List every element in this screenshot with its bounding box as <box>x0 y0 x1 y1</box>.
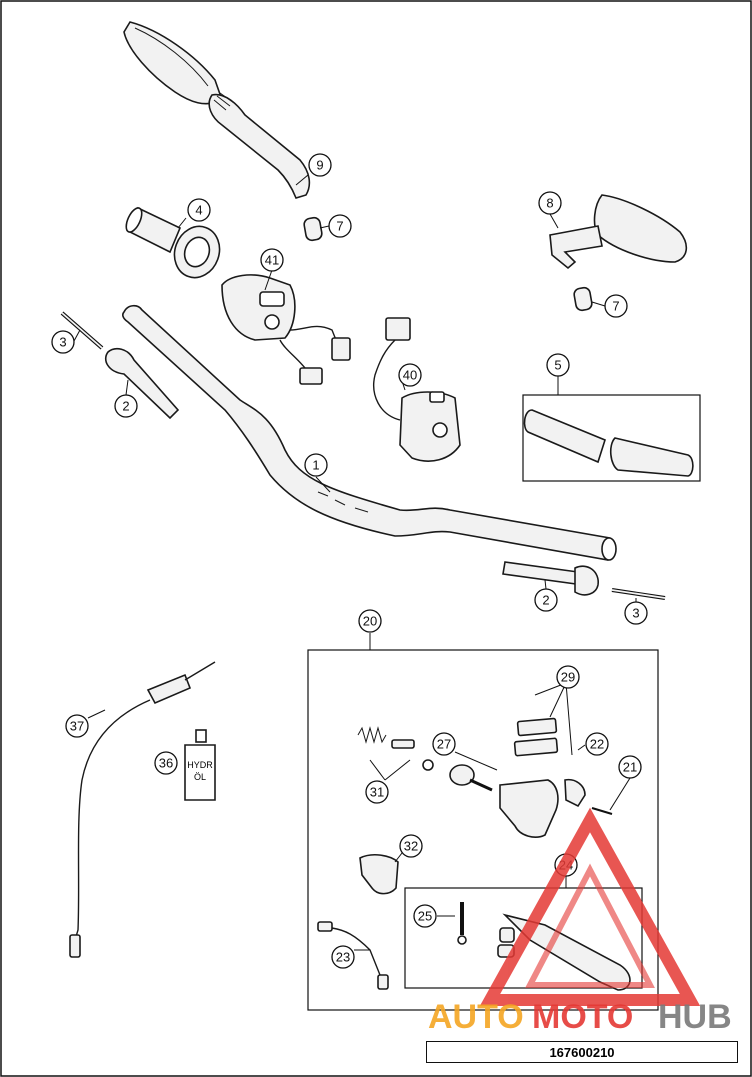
bottle-label-line2: ÖL <box>194 772 206 782</box>
left-bar-end-and-bolt-part <box>60 311 180 420</box>
svg-text:9: 9 <box>316 158 323 173</box>
callout-36: 36 <box>154 751 178 775</box>
svg-text:1: 1 <box>312 458 319 473</box>
svg-text:8: 8 <box>546 196 553 211</box>
watermark-logo <box>479 807 701 1006</box>
svg-text:37: 37 <box>70 719 84 734</box>
hydraulic-oil-bottle-part: HYDR ÖL <box>184 729 216 801</box>
callout-9: 9 <box>308 153 332 177</box>
bottle-label-line1: HYDR <box>187 760 213 770</box>
callout-2-right: 2 <box>534 588 558 612</box>
callout-1: 1 <box>304 453 328 477</box>
watermark-text-hub: HUB <box>658 998 732 1036</box>
callout-3-left: 3 <box>51 330 75 354</box>
svg-text:20: 20 <box>363 614 377 629</box>
svg-text:21: 21 <box>623 760 637 775</box>
svg-text:32: 32 <box>404 839 418 854</box>
svg-text:41: 41 <box>265 253 279 268</box>
callout-8: 8 <box>538 191 562 215</box>
callout-41: 41 <box>260 248 284 272</box>
callout-27: 27 <box>432 732 456 756</box>
watermark-triangle-icon <box>479 807 701 1006</box>
svg-text:7: 7 <box>612 299 619 314</box>
svg-text:40: 40 <box>403 368 417 383</box>
left-handlebar-switch-part <box>221 274 351 385</box>
svg-text:3: 3 <box>632 606 639 621</box>
throttle-grip-part <box>125 206 221 279</box>
svg-text:29: 29 <box>561 670 575 685</box>
callout-22: 22 <box>585 732 609 756</box>
callout-3-right: 3 <box>624 601 648 625</box>
svg-text:22: 22 <box>590 737 604 752</box>
left-mirror-part <box>123 21 311 199</box>
right-handlebar-switch-part <box>373 317 461 462</box>
callout-40: 40 <box>398 363 422 387</box>
svg-text:36: 36 <box>159 756 173 771</box>
callout-25: 25 <box>413 904 437 928</box>
callout-2-left: 2 <box>114 394 138 418</box>
right-mirror-part <box>549 194 688 270</box>
callout-4: 4 <box>187 198 211 222</box>
callout-7-bottom: 7 <box>604 294 628 318</box>
svg-text:31: 31 <box>370 785 384 800</box>
callout-21: 21 <box>618 755 642 779</box>
right-bar-end-and-bolt-part <box>502 561 666 600</box>
svg-text:27: 27 <box>437 737 451 752</box>
callout-37: 37 <box>65 714 89 738</box>
handlebar-part <box>122 304 617 561</box>
callout-32: 32 <box>399 834 423 858</box>
callout-20: 20 <box>358 609 382 633</box>
document-number: 167600210 <box>426 1041 738 1063</box>
lever-kit-box <box>404 887 643 989</box>
leader-lines <box>73 174 637 951</box>
callout-23: 23 <box>331 945 355 969</box>
svg-text:4: 4 <box>195 203 202 218</box>
clutch-cable-part <box>69 661 216 958</box>
grip-set-box <box>522 394 701 482</box>
watermark-text-auto: AUTO <box>428 998 524 1036</box>
svg-text:25: 25 <box>418 909 432 924</box>
bar-end-weight-part <box>303 216 593 312</box>
svg-text:2: 2 <box>542 593 549 608</box>
callout-31: 31 <box>365 780 389 804</box>
svg-text:23: 23 <box>336 950 350 965</box>
master-cylinder-parts <box>317 717 631 991</box>
callout-29: 29 <box>556 665 580 689</box>
svg-text:2: 2 <box>122 399 129 414</box>
svg-text:5: 5 <box>554 358 561 373</box>
master-cylinder-kit-box <box>307 649 659 1011</box>
svg-text:7: 7 <box>336 219 343 234</box>
svg-text:3: 3 <box>59 335 66 350</box>
watermark-text-moto: MOTO <box>532 998 633 1036</box>
callout-5: 5 <box>546 353 570 377</box>
callout-7-top: 7 <box>328 214 352 238</box>
